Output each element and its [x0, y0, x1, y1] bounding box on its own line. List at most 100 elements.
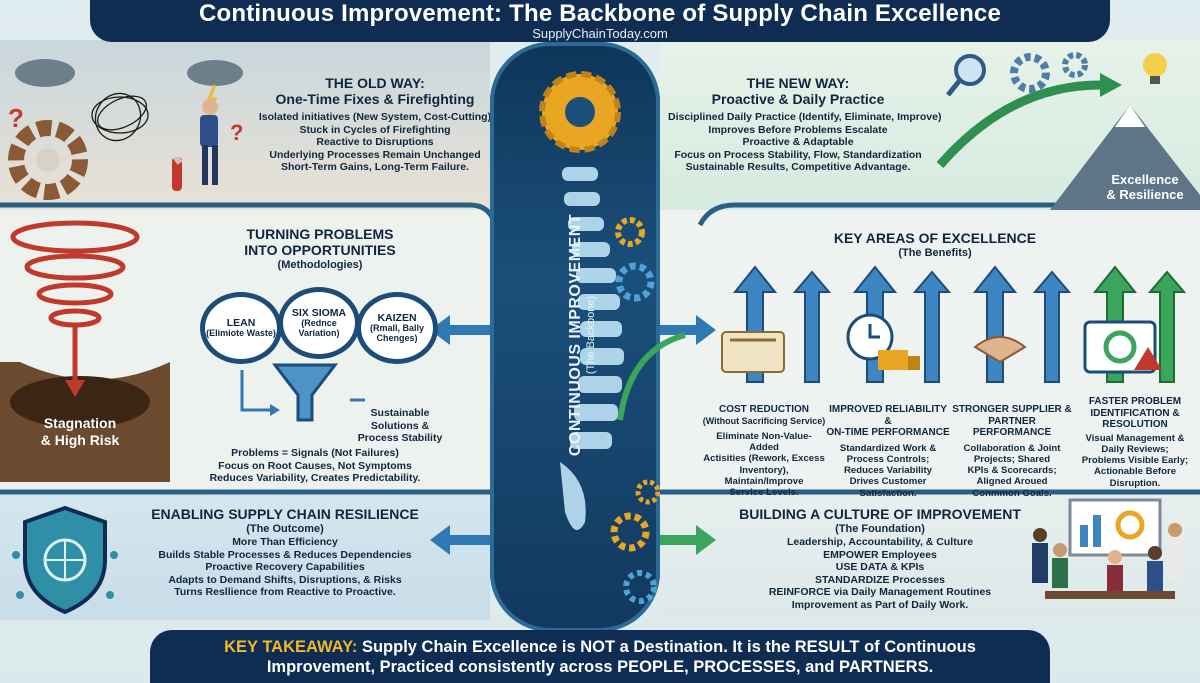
excellence-heading: KEY AREAS OF EXCELLENCE (The Benefits): [760, 230, 1110, 260]
benefit-title: ON-TIME PERFORMANCE: [826, 427, 950, 438]
benefit-line: Visual Management &: [1085, 432, 1185, 444]
old-way-line: Reactive to Disruptions: [316, 136, 434, 148]
benefit-title: FASTER PROBLEM: [1088, 396, 1182, 407]
benefit-arrows: [721, 265, 1187, 383]
old-way-subheading: One-Time Fixes & Firefighting: [275, 91, 475, 107]
benefit-title: PARTNER PERFORMANCE: [972, 415, 1052, 439]
benefit-line: Actisities (Rework, Excess: [703, 453, 825, 465]
handshake-icon: [973, 336, 1027, 364]
culture-line: Improvement as Part of Daily Work.: [791, 598, 969, 611]
resilience-line: Adapts to Demand Shifts, Disruptions, & …: [168, 573, 402, 586]
culture-title: BUILDING A CULTURE OF IMPROVEMENT: [739, 506, 1021, 522]
takeaway-label: KEY TAKEAWAY:: [224, 637, 358, 656]
gear-icon: [635, 479, 660, 505]
resilience-line: Builds Stable Processes & Reduces Depend…: [158, 548, 412, 561]
truck-icon: [878, 350, 920, 370]
opportunities-title: TURNING PROBLEMS: [246, 226, 394, 242]
stagnation-illustration: [0, 220, 170, 482]
benefit-line: Standardized Work &: [839, 442, 937, 454]
gear-icon: [539, 71, 621, 153]
benefit-line: Inventory), Maintain/Improve: [724, 464, 804, 487]
opportunities-line: Focus on Root Causes, Not Symptoms: [218, 459, 412, 472]
gear-icon: [615, 262, 655, 302]
dashboard-icon: [1083, 320, 1157, 374]
team-people-icon: [1032, 523, 1183, 591]
old-way-illustration: ? ?: [8, 59, 243, 200]
culture-line: EMPOWER Employees: [823, 548, 937, 561]
excellence-badge: Excellence & Resilience: [1090, 172, 1200, 202]
method-desc: (Rmall, Bally Chenges): [369, 323, 425, 343]
culture-text: BUILDING A CULTURE OF IMPROVEMENT (The F…: [720, 506, 1040, 611]
old-way-line: Short-Term Gains, Long-Term Failure.: [280, 161, 470, 173]
new-way-text: THE NEW WAY: Proactive & Daily Practice …: [668, 75, 942, 174]
broken-gear-icon: [8, 120, 88, 200]
takeaway-line: Supply Chain Excellence is NOT a Destina…: [361, 637, 976, 656]
opportunities-line: Reduces Variability, Creates Predictabil…: [209, 472, 421, 484]
benefit-line: KPIs & Scorecards;: [967, 465, 1057, 477]
new-way-line: Disciplined Daily Practice (Identify, El…: [668, 111, 942, 123]
spiral-arrow-icon: [10, 220, 140, 382]
benefit-line: Problems Visible Early;: [1081, 455, 1189, 467]
benefit-problem-resolution: FASTER PROBLEM IDENTIFICATION & RESOLUTI…: [1075, 396, 1195, 489]
takeaway-line: Improvement, Practiced consistently acro…: [266, 657, 934, 676]
opportunities-subtitle: (Methodologies): [277, 259, 363, 271]
benefit-line: Projects; Shared: [973, 453, 1051, 465]
culture-line: REINFORCE via Daily Management Routines: [768, 586, 992, 598]
benefit-line: Eliminate Non-Value-Added: [716, 430, 812, 454]
gear-icon: [623, 570, 657, 604]
method-six-sigma: SIX SIOMA (Rednce Variation): [278, 287, 360, 359]
sustainable-label: Sustainable Solutions & Process Stabilit…: [350, 407, 450, 445]
new-way-line: Improves Before Problems Escalate: [708, 123, 888, 136]
gear-icon: [615, 217, 645, 247]
method-desc: (Elimiote Waste): [206, 328, 276, 338]
shield-icon: [23, 505, 107, 615]
benefit-title: COST REDUCTION: [719, 404, 809, 415]
excellence-subtitle: (The Benefits): [898, 247, 972, 259]
benefit-line: Reduces Variability: [844, 465, 932, 477]
benefit-line: Collaboration & Joint: [963, 442, 1061, 454]
stagnation-line: & High Risk: [40, 432, 120, 448]
title-banner: Continuous Improvement: The Backbone of …: [90, 0, 1110, 42]
old-way-line: Underlying Processes Remain Unchanged: [269, 148, 481, 161]
benefit-line: Service Levels.: [729, 487, 799, 499]
old-way-heading: THE OLD WAY:: [325, 75, 425, 91]
method-kaizen: KAIZEN (Rmall, Bally Chenges): [356, 292, 438, 364]
resilience-line: Proactive Recovery Capabilities: [205, 561, 365, 573]
opportunities-text: Problems = Signals (Not Failures) Focus …: [190, 447, 440, 485]
svg-text:?: ?: [8, 103, 24, 133]
gear-icon: [1010, 53, 1050, 93]
method-name: SIX SIOMA: [291, 307, 347, 319]
benefit-title: STRONGER SUPPLIER &: [952, 404, 1072, 415]
opportunities-heading: TURNING PROBLEMS INTO OPPORTUNITIES (Met…: [225, 226, 415, 272]
vertebrae-icon: [560, 167, 624, 530]
whiteboard-icon: [1068, 498, 1162, 557]
clock-icon: [846, 313, 894, 361]
new-way-subheading: Proactive & Daily Practice: [711, 91, 885, 107]
new-way-line: Proactive & Adaptable: [742, 136, 854, 148]
magnifier-icon: [946, 54, 986, 97]
warning-icon: [1134, 347, 1162, 370]
benefit-title: IMPROVED RELIABILITY &: [829, 404, 947, 427]
new-way-line: Sustainable Results, Competitive Advanta…: [685, 161, 911, 173]
culture-subtitle: (The Foundation): [835, 523, 925, 535]
old-way-text: THE OLD WAY: One-Time Fixes & Firefighti…: [250, 75, 500, 174]
benefit-subtitle: (Without Sacrificing Service): [702, 415, 826, 426]
key-takeaway: KEY TAKEAWAY: Supply Chain Excellence is…: [150, 630, 1050, 683]
resilience-illustration: [12, 505, 118, 615]
sustainable-line: Sustainable: [370, 407, 430, 419]
benefit-line: Process Controls;: [846, 453, 930, 465]
new-way-heading: THE NEW WAY:: [746, 75, 850, 91]
stagnation-line: Stagnation: [43, 415, 117, 431]
resilience-title: ENABLING SUPPLY CHAIN RESILIENCE: [151, 506, 419, 522]
culture-line: STANDARDIZE Processes: [815, 573, 945, 586]
spine-illustration: [539, 71, 660, 604]
benefit-line: Drives Customer: [849, 476, 927, 488]
benefit-line: Daily Reviews;: [1101, 443, 1169, 455]
tangled-lines-icon: [91, 92, 149, 142]
benefit-reliability: IMPROVED RELIABILITY & ON-TIME PERFORMAN…: [826, 404, 950, 499]
benefit-line: Disruption.: [1109, 477, 1161, 489]
gear-icon: [610, 512, 650, 552]
funnel-icon: [271, 363, 339, 422]
benefit-line: Actionable Before: [1093, 466, 1177, 478]
